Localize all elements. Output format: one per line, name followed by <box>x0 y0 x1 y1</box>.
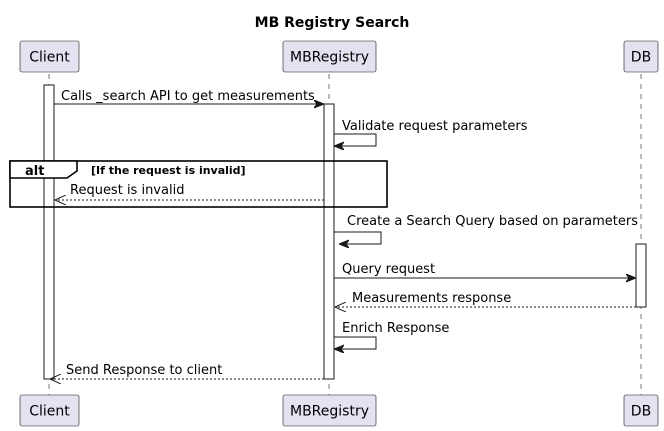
participant-client-bottom: Client <box>19 394 80 427</box>
message-query-request: Query request <box>334 262 635 278</box>
participant-label: DB <box>631 404 651 420</box>
message-validate: Validate request parameters <box>334 119 528 146</box>
participant-registry-top: MBRegistry <box>282 40 377 73</box>
activation-db <box>635 243 647 308</box>
message-label: Calls _search API to get measurements <box>61 89 315 104</box>
message-label: Send Response to client <box>66 363 222 378</box>
participant-db-bottom: DB <box>623 394 659 427</box>
participant-db-top: DB <box>623 40 659 73</box>
participant-label: Client <box>29 50 70 66</box>
message-enrich-response: Enrich Response <box>334 321 449 349</box>
alt-keyword: alt <box>25 164 44 179</box>
message-label: Query request <box>342 262 435 277</box>
alt-guard: [If the request is invalid] <box>91 164 246 177</box>
message-label: Enrich Response <box>342 321 449 336</box>
participant-label: Client <box>29 404 70 420</box>
message-label: Validate request parameters <box>342 119 528 134</box>
message-label: Measurements response <box>352 291 511 306</box>
diagram-title: MB Registry Search <box>255 15 410 31</box>
message-request-invalid: Request is invalid <box>55 183 324 200</box>
message-calls-search: Calls _search API to get measurements <box>54 89 323 104</box>
alt-tab <box>9 160 78 179</box>
participant-label: DB <box>631 50 651 66</box>
activation-registry <box>323 103 335 380</box>
message-measurements-response: Measurements response <box>335 291 636 307</box>
participant-label: MBRegistry <box>290 404 369 420</box>
participant-client-top: Client <box>19 40 80 73</box>
participant-registry-bottom: MBRegistry <box>282 394 377 427</box>
message-send-response: Send Response to client <box>50 363 324 379</box>
message-label: Create a Search Query based on parameter… <box>347 214 638 229</box>
message-create-query: Create a Search Query based on parameter… <box>334 214 638 244</box>
alt-fragment: alt [If the request is invalid] <box>9 160 388 208</box>
activation-client <box>43 84 55 380</box>
participant-label: MBRegistry <box>290 50 369 66</box>
message-label: Request is invalid <box>70 183 184 198</box>
